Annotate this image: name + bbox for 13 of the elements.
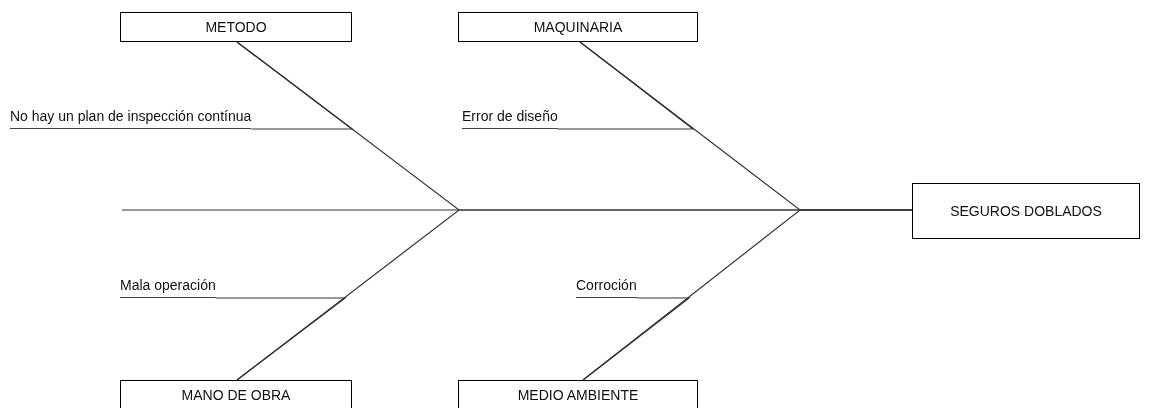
category-box: MANO DE OBRA: [120, 380, 352, 408]
fishbone-line: [215, 297, 347, 381]
cause-label: No hay un plan de inspección contínua: [10, 106, 252, 129]
cause-label: Corroción: [576, 275, 637, 298]
fishbone-line: [582, 297, 691, 381]
cause-label: Error de diseño: [462, 106, 558, 129]
category-box: MEDIO AMBIENTE: [458, 380, 698, 408]
category-box: METODO: [120, 12, 352, 42]
category-box: MAQUINARIA: [458, 12, 698, 42]
cause-label: Mala operación: [120, 275, 216, 298]
fishbone-line: [236, 41, 354, 130]
effect-box: SEGUROS DOBLADOS: [912, 183, 1140, 239]
fishbone-line: [557, 41, 695, 130]
